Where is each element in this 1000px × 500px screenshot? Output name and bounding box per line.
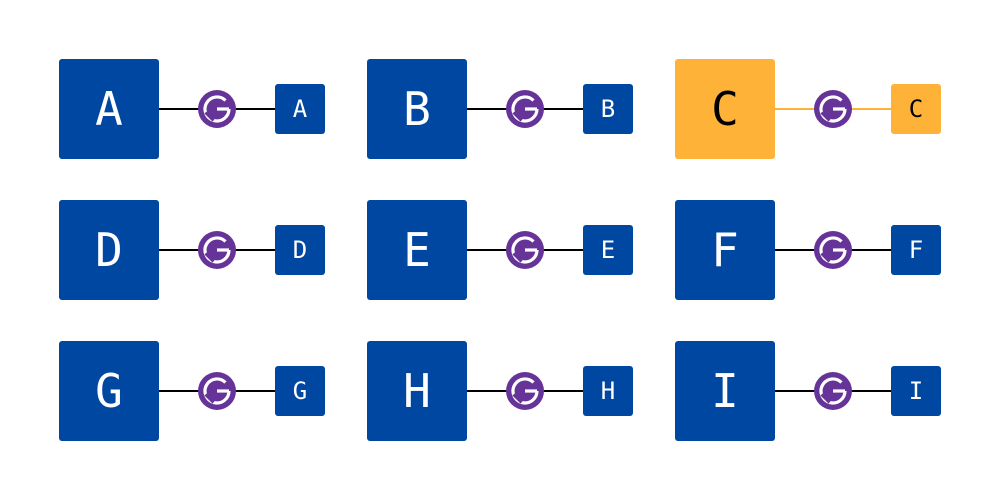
gatsby-logo-icon bbox=[505, 230, 545, 270]
node-group-c: C C bbox=[675, 59, 941, 159]
gatsby-logo-icon bbox=[197, 230, 237, 270]
small-box: B bbox=[583, 84, 633, 134]
large-box: D bbox=[59, 200, 159, 300]
large-box: I bbox=[675, 341, 775, 441]
node-group-b: B B bbox=[367, 59, 633, 159]
gatsby-logo-icon bbox=[813, 230, 853, 270]
small-box: D bbox=[275, 225, 325, 275]
small-box: F bbox=[891, 225, 941, 275]
node-group-g: G G bbox=[59, 341, 325, 441]
node-group-f: F F bbox=[675, 200, 941, 300]
diagram-grid: A A B B C C D D E E F F G G bbox=[59, 59, 941, 441]
gatsby-logo-icon bbox=[813, 371, 853, 411]
gatsby-logo-icon bbox=[505, 89, 545, 129]
small-box: H bbox=[583, 366, 633, 416]
large-box: F bbox=[675, 200, 775, 300]
gatsby-logo-icon bbox=[505, 371, 545, 411]
large-box: A bbox=[59, 59, 159, 159]
small-box: G bbox=[275, 366, 325, 416]
gatsby-logo-icon bbox=[197, 89, 237, 129]
large-box: B bbox=[367, 59, 467, 159]
small-box: I bbox=[891, 366, 941, 416]
small-box: A bbox=[275, 84, 325, 134]
node-group-e: E E bbox=[367, 200, 633, 300]
large-box: G bbox=[59, 341, 159, 441]
node-group-d: D D bbox=[59, 200, 325, 300]
node-group-a: A A bbox=[59, 59, 325, 159]
large-box: E bbox=[367, 200, 467, 300]
large-box: H bbox=[367, 341, 467, 441]
gatsby-logo-icon bbox=[197, 371, 237, 411]
small-box: C bbox=[891, 84, 941, 134]
node-group-h: H H bbox=[367, 341, 633, 441]
small-box: E bbox=[583, 225, 633, 275]
node-group-i: I I bbox=[675, 341, 941, 441]
large-box: C bbox=[675, 59, 775, 159]
gatsby-logo-icon bbox=[813, 89, 853, 129]
